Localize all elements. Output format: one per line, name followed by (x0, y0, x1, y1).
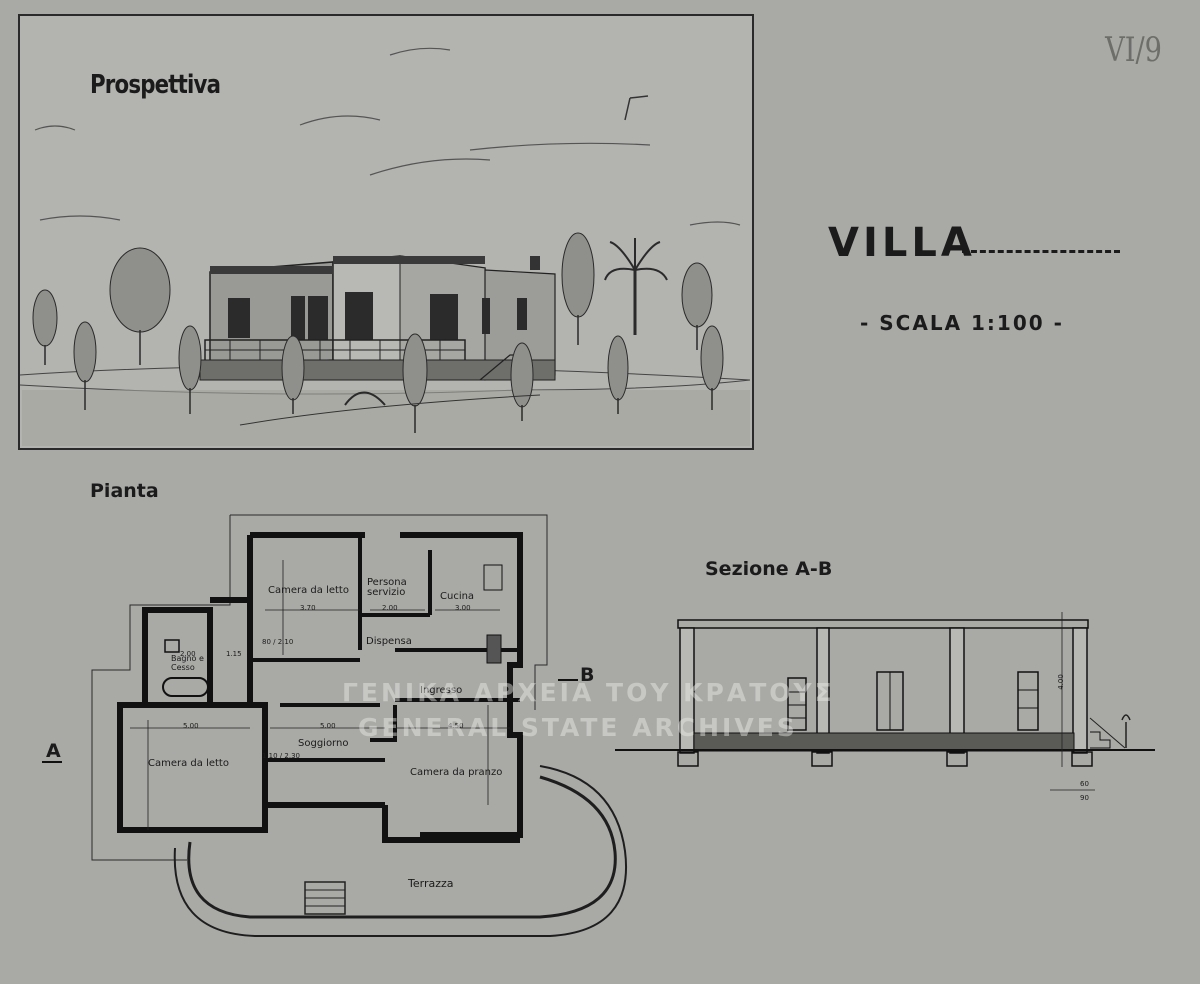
room-label-entrance: Ingresso (420, 685, 463, 696)
dimension-label: 3.70 (300, 604, 316, 612)
section-title: Sezione A-B (705, 558, 833, 580)
dimension-label: 2.00 (180, 650, 196, 658)
room-label-pantry: Dispensa (366, 636, 412, 647)
dimension-label: 5.00 (320, 722, 336, 730)
section-mark-b: B (580, 664, 595, 686)
dimension-label: 80 / 2.10 (262, 638, 294, 646)
room-label-bedroom-2: Camera da letto (148, 758, 229, 769)
room-label-servant: Persona servizio (367, 577, 407, 598)
archive-watermark-english: GENERAL STATE ARCHIVES (358, 713, 798, 742)
dimension-label: 1.10 / 2.30 (262, 752, 300, 760)
section-mark-a: A (46, 740, 61, 762)
archive-watermark-greek: ΓΕΝΙΚΑ ΑΡΧΕΙΑ ΤΟΥ ΚΡΑΤΟΥΣ (342, 678, 835, 707)
dimension-label: 4.00 (1056, 674, 1065, 690)
plan-title: Pianta (90, 480, 159, 502)
room-label-dining: Camera da pranzo (410, 767, 503, 778)
dimension-label: 60 (1080, 780, 1089, 788)
room-label-bedroom-1: Camera da letto (268, 585, 349, 596)
room-label-bathroom: Bagno e Cesso (171, 654, 204, 672)
dimension-label: 90 (1080, 794, 1089, 802)
perspective-title: Prospettiva (90, 70, 221, 100)
scale-label: - SCALA 1:100 - (860, 311, 1064, 335)
dimension-label: 1.15 (226, 650, 242, 658)
dimension-label: 3.00 (455, 604, 471, 612)
room-label-kitchen: Cucina (440, 591, 475, 602)
villa-title: VILLA (828, 220, 976, 266)
sheet-reference: VI/9 (1105, 30, 1162, 70)
dimension-label: 2.00 (382, 604, 398, 612)
room-label-living: Soggiorno (298, 738, 349, 749)
dimension-label: 5.00 (183, 722, 199, 730)
room-label-terrace: Terrazza (408, 877, 454, 890)
dimension-label: 4.50 (448, 722, 464, 730)
villa-name-blank (962, 250, 1120, 253)
